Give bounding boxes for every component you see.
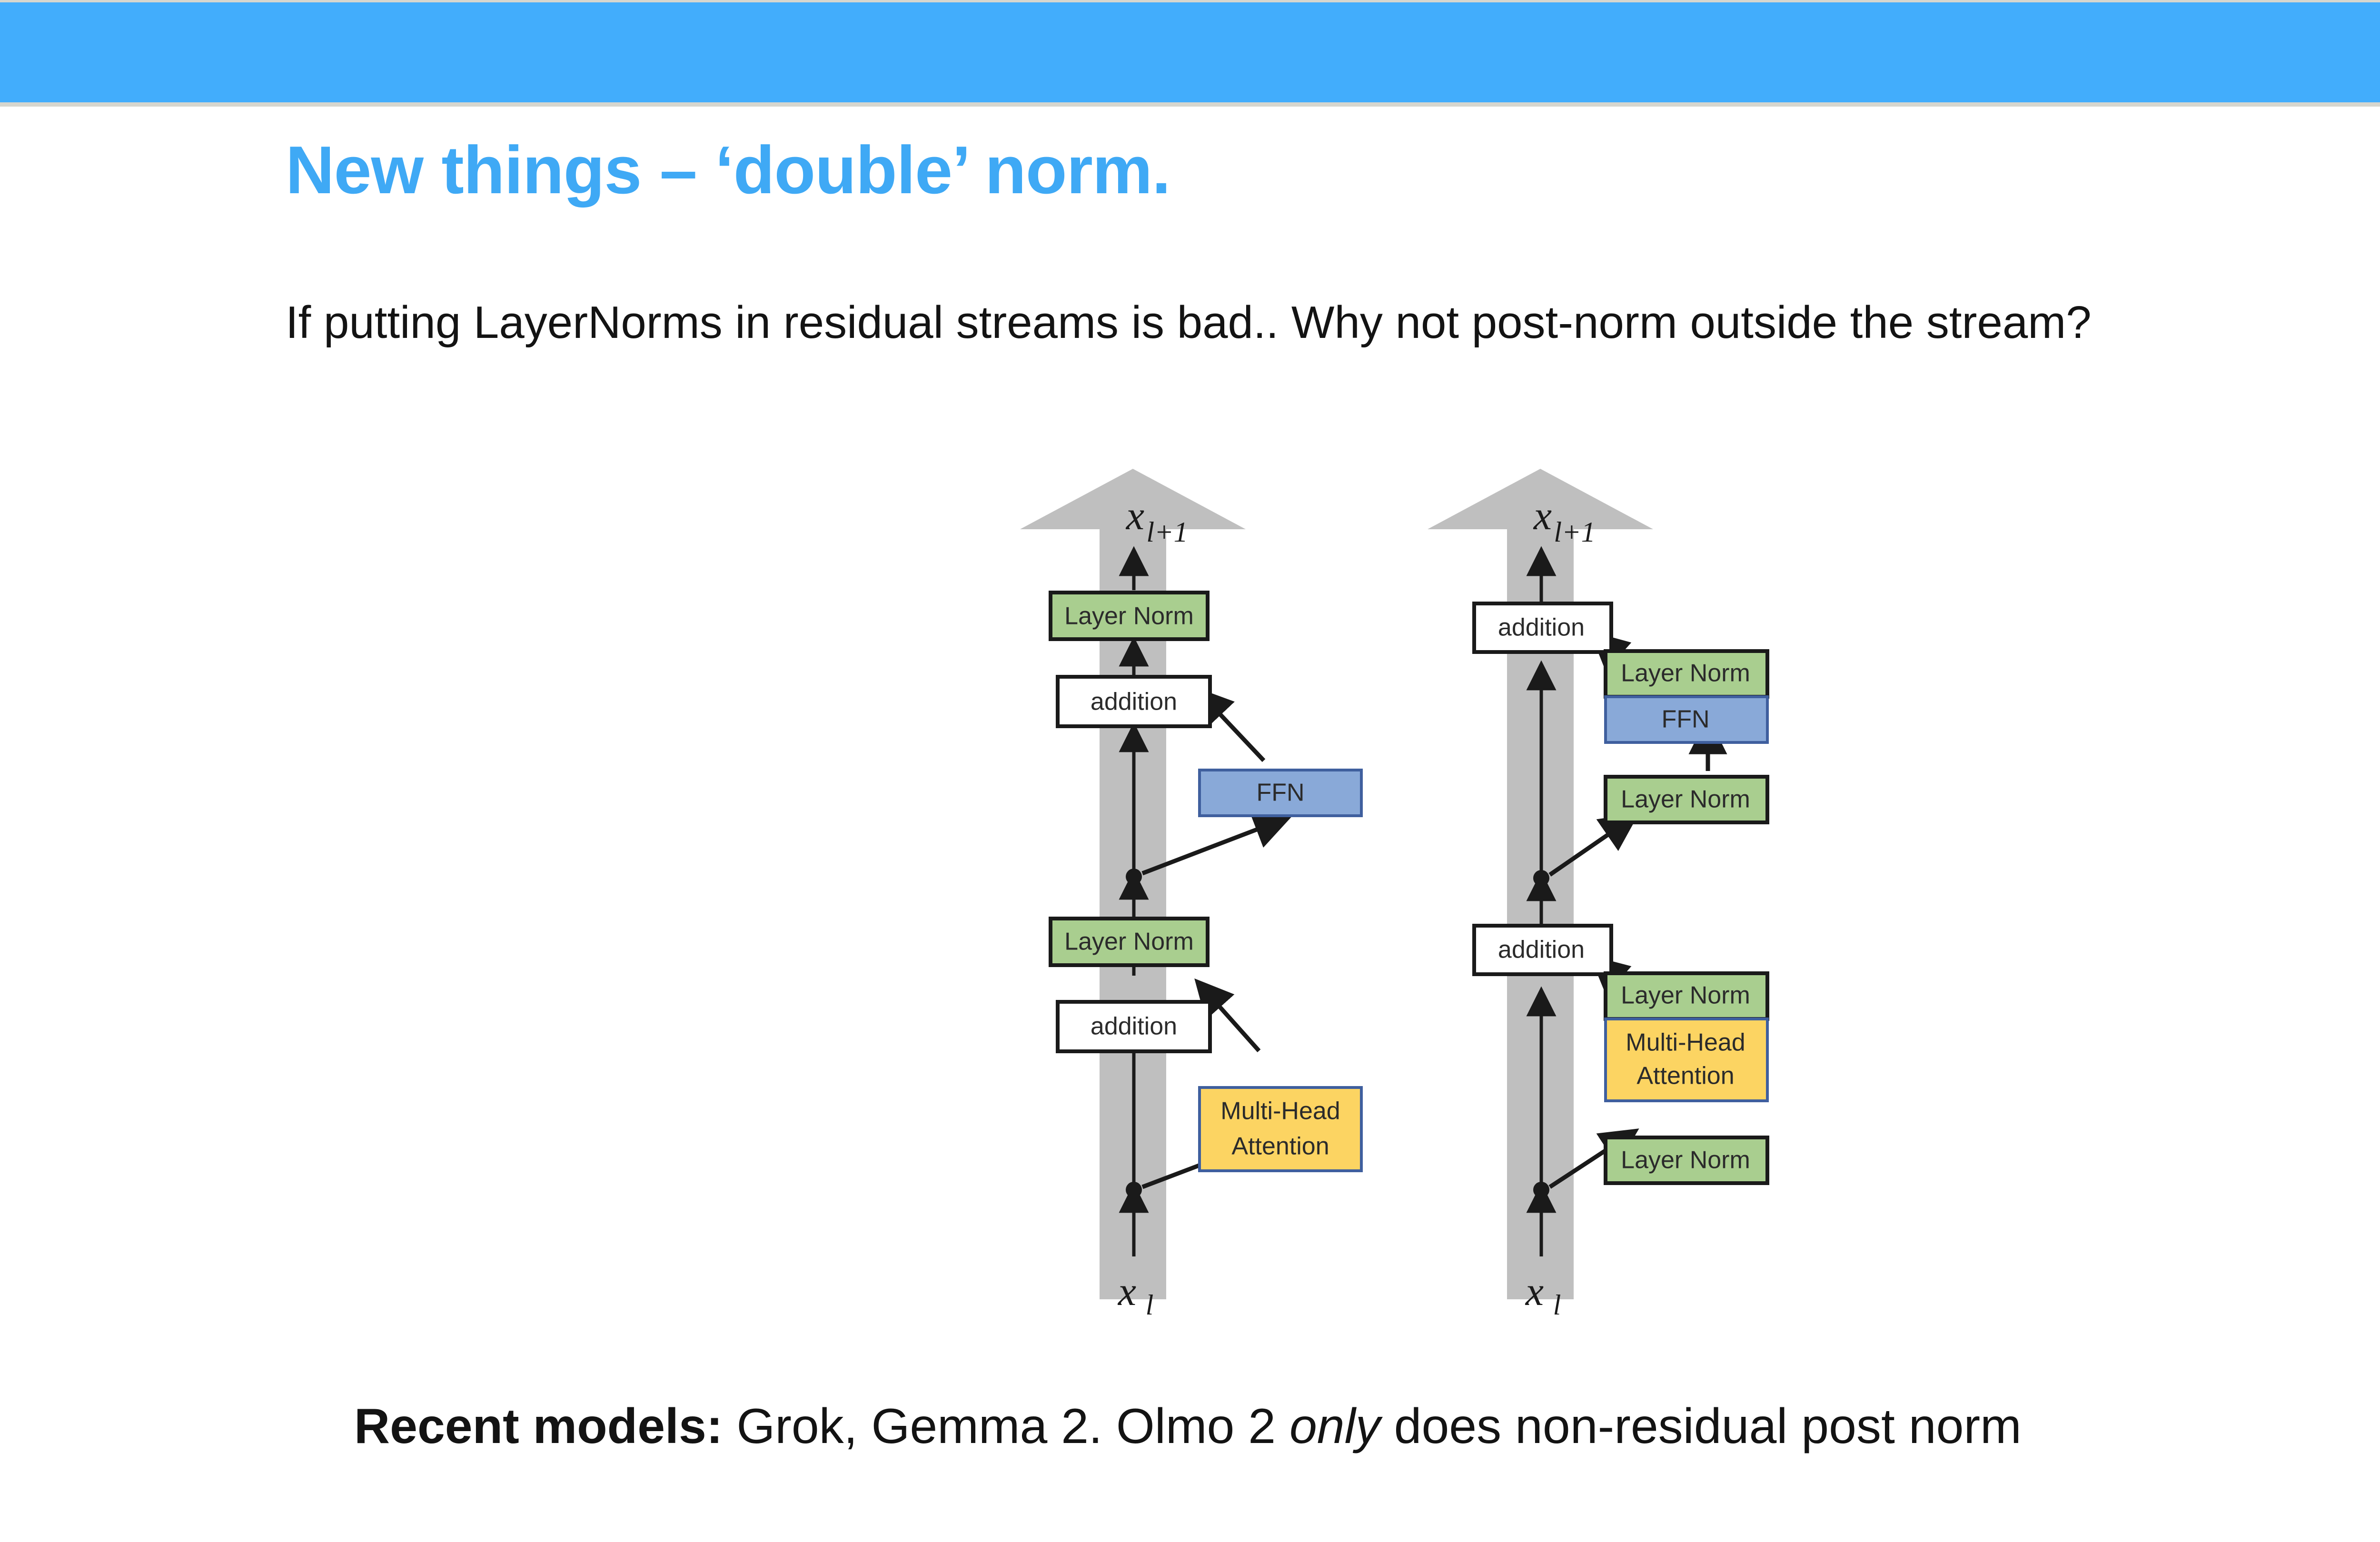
right-block-layer-norm-ffn-post-label: Layer Norm [1621, 660, 1750, 687]
right-branch-to-ln-attn-pre-arrow [1548, 1128, 1639, 1189]
left-block-addition-top-label: addition [1091, 688, 1177, 716]
right-block-layer-norm-ffn-pre[interactable]: Layer Norm [1604, 775, 1769, 824]
right-architecture-diagram: x l+1 x l addition [1428, 469, 1769, 1321]
right-block-multi-head-attention[interactable]: Multi-Head Attention [1604, 1018, 1769, 1102]
left-stream-input-subscript: l [1146, 1289, 1154, 1321]
caption-part-2: does non-residual post norm [1380, 1399, 2022, 1454]
right-block-addition-top-label: addition [1498, 614, 1585, 642]
right-block-layer-norm-attn-pre[interactable]: Layer Norm [1604, 1136, 1769, 1185]
left-block-multi-head-attention[interactable]: Multi-Head Attention [1198, 1086, 1363, 1172]
right-stream-input-subscript: l [1553, 1289, 1561, 1321]
left-block-attention-label-line2: Attention [1231, 1133, 1329, 1160]
right-ln-ffn-post-to-add-arrow [1589, 631, 1632, 672]
right-ln-attn-post-to-add2-arrow [1589, 955, 1632, 996]
left-architecture-diagram: x l+1 x l Layer Norm [1020, 469, 1363, 1321]
page-caption: Recent models: Grok, Gemma 2. Olmo 2 onl… [354, 1397, 2022, 1456]
left-block-addition-bottom[interactable]: addition [1056, 1000, 1212, 1053]
left-ffn-branch-dot [1126, 869, 1142, 885]
right-attention-branch-dot [1533, 1182, 1549, 1198]
left-stream-output-subscript: l+1 [1146, 516, 1188, 548]
left-attention-to-add-arrow [1194, 978, 1261, 1052]
right-block-addition-bottom-label: addition [1498, 936, 1585, 964]
header-banner [0, 2, 2380, 102]
right-block-addition-top[interactable]: addition [1472, 602, 1613, 654]
left-block-ffn[interactable]: FFN [1198, 769, 1363, 817]
right-block-ffn-label: FFN [1661, 706, 1709, 733]
left-block-layer-norm-mid-label: Layer Norm [1064, 928, 1194, 956]
header-underline-strip [0, 102, 2380, 107]
right-block-layer-norm-ffn-post[interactable]: Layer Norm [1604, 649, 1769, 699]
left-residual-stream-arrow [1020, 469, 1246, 1299]
page-subtitle: If putting LayerNorms in residual stream… [286, 297, 2092, 348]
right-stream-input-label: x [1525, 1268, 1544, 1314]
caption-bold-lead: Recent models: [354, 1399, 723, 1454]
right-block-ffn[interactable]: FFN [1604, 695, 1769, 744]
left-block-layer-norm-top-label: Layer Norm [1064, 603, 1194, 630]
top-accent-strip [0, 0, 2380, 2]
left-block-layer-norm-mid[interactable]: Layer Norm [1049, 917, 1210, 967]
right-stream-output-label: x [1533, 493, 1552, 538]
left-stream-input-label: x [1117, 1268, 1136, 1314]
right-block-layer-norm-ffn-pre-label: Layer Norm [1621, 786, 1750, 813]
page-title: New things – ‘double’ norm. [286, 132, 1171, 208]
left-block-addition-bottom-label: addition [1091, 1013, 1177, 1040]
right-residual-stream-arrow [1428, 469, 1653, 1299]
left-block-layer-norm-top[interactable]: Layer Norm [1049, 591, 1210, 641]
left-stream-output-label: x [1125, 493, 1144, 538]
caption-part-1: Grok, Gemma 2. Olmo 2 [723, 1399, 1289, 1454]
right-block-layer-norm-attn-post[interactable]: Layer Norm [1604, 971, 1769, 1021]
left-branch-to-attention-arrow [1141, 1126, 1293, 1189]
right-block-addition-bottom[interactable]: addition [1472, 924, 1613, 976]
right-block-attention-label-line1: Multi-Head [1626, 1029, 1745, 1057]
right-block-attention-label-line2: Attention [1636, 1062, 1734, 1090]
left-block-ffn-label: FFN [1256, 779, 1304, 807]
caption-italic-word: only [1289, 1399, 1380, 1454]
right-stream-output-subscript: l+1 [1554, 516, 1595, 548]
left-ffn-to-add-arrow [1194, 687, 1266, 762]
right-block-layer-norm-attn-post-label: Layer Norm [1621, 982, 1750, 1009]
right-block-layer-norm-attn-pre-label: Layer Norm [1621, 1147, 1750, 1174]
left-block-addition-top[interactable]: addition [1056, 675, 1212, 728]
left-branch-to-ffn-arrow [1141, 811, 1293, 876]
right-ffn-branch-dot [1533, 870, 1549, 886]
left-attention-branch-dot [1126, 1182, 1142, 1198]
left-block-attention-label-line1: Multi-Head [1220, 1097, 1340, 1125]
right-branch-to-ln-ffn-pre-arrow [1548, 813, 1639, 877]
